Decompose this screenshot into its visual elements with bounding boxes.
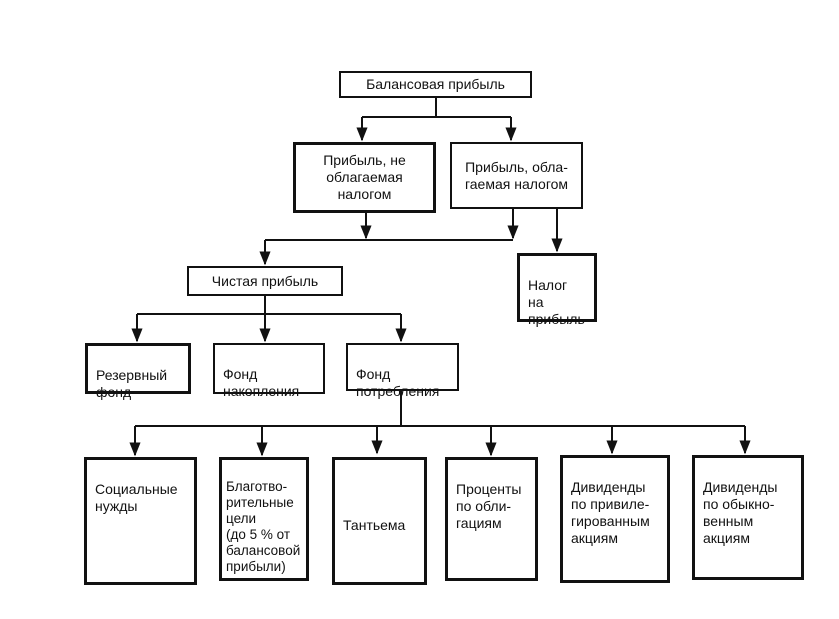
node-social-needs: Социальные нужды [84, 457, 197, 585]
node-preferred-dividends: Дивиденды по привиле- гированным акциям [560, 455, 670, 583]
node-bond-interest: Проценты по обли- гациям [445, 457, 538, 581]
node-reserve-fund: Резервный фонд [85, 343, 191, 400]
node-label: Фонд накопления [223, 366, 300, 399]
node-label: Налог на прибыль [528, 277, 585, 327]
node-consumption-fund: Фонд потребления [346, 343, 459, 399]
node-label: Социальные нужды [95, 481, 178, 514]
node-balance-profit: Балансовая прибыль [339, 71, 532, 98]
node-profit-tax: Налог на прибыль [517, 253, 597, 327]
node-charity: Благотво- рительные цели (до 5 % от бала… [219, 457, 309, 581]
node-label: Проценты по обли- гациям [456, 481, 522, 531]
node-untaxed-profit: Прибыль, не облагаемая налогом [293, 142, 436, 213]
node-label: Прибыль, обла- гаемая налогом [464, 158, 569, 192]
node-label: Балансовая прибыль [366, 76, 505, 92]
node-label: Дивиденды по обыкно- венным акциям [703, 479, 778, 546]
node-taxed-profit: Прибыль, обла- гаемая налогом [450, 142, 583, 209]
node-label: Дивиденды по привиле- гированным акциям [571, 479, 650, 546]
node-label: Фонд потребления [356, 366, 440, 399]
node-common-dividends: Дивиденды по обыкно- венным акциям [692, 455, 804, 580]
node-label: Прибыль, не облагаемая налогом [323, 152, 406, 202]
node-label: Тантьема [343, 517, 406, 533]
node-label: Резервный фонд [96, 367, 168, 400]
node-net-profit: Чистая прибыль [187, 266, 343, 296]
node-label: Благотво- рительные цели (до 5 % от бала… [226, 479, 301, 574]
node-label: Чистая прибыль [211, 272, 319, 289]
node-tantieme: Тантьема [332, 457, 427, 585]
node-accumulation-fund: Фонд накопления [213, 343, 325, 399]
